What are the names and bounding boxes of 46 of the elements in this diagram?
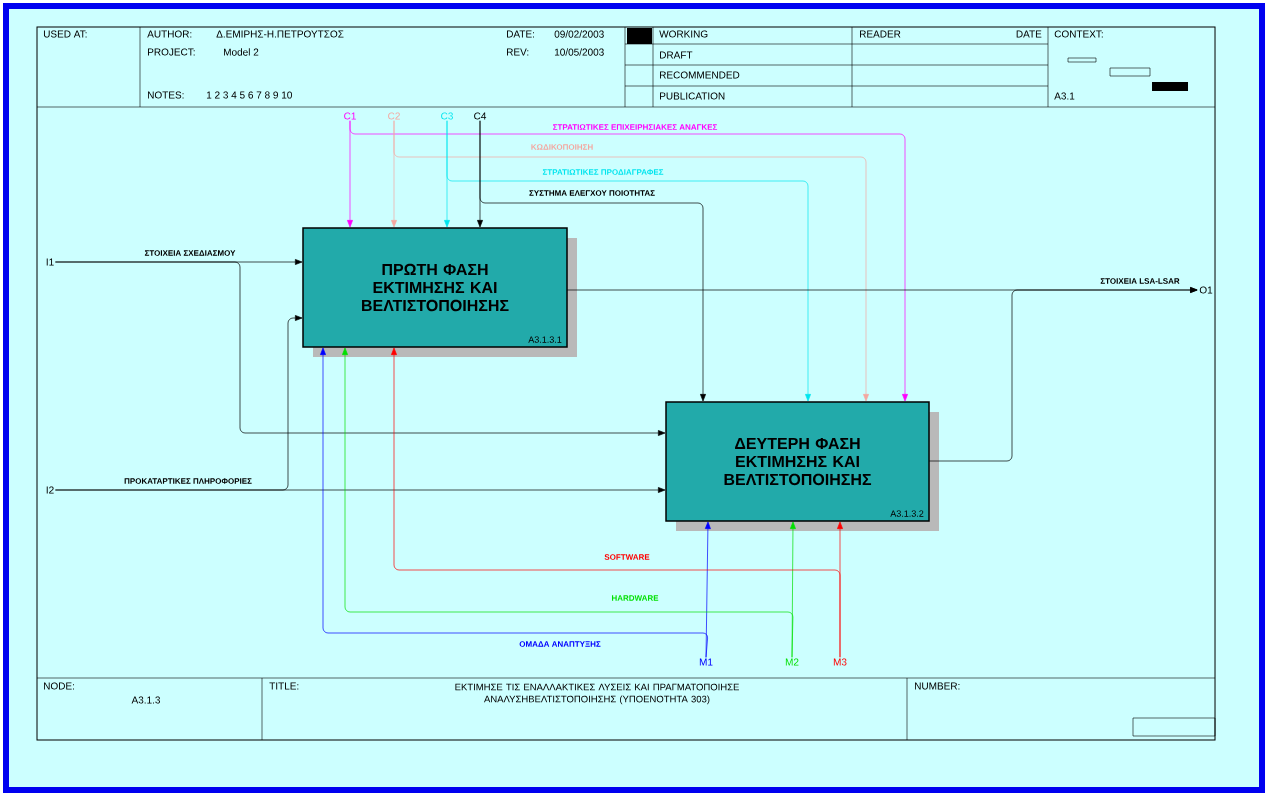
form-label: WORKING (659, 30, 708, 38)
edge-label: ΣΤΡΑΤΙΩΤΙΚΕΣ ΕΠΙΧΕΙΡΗΣΙΑΚΕΣ ΑΝΑΓΚΕΣ (551, 123, 719, 131)
edge-label: SOFTWARE (603, 553, 651, 561)
edge-label: ΣΥΣΤΗΜΑ ΕΛΕΓΧΟΥ ΠΟΙΟΤΗΤΑΣ (528, 189, 656, 197)
form-label: PUBLICATION (660, 92, 725, 100)
edge-label: ΚΩΔΙΚΟΠΟΙΗΣΗ (529, 143, 595, 151)
form-label: A3.1 (1054, 92, 1075, 100)
form-label: READER (860, 30, 901, 38)
form-label: NODE: (44, 682, 74, 690)
form-label: DATE (1016, 30, 1042, 38)
diagram-title: ΕΚΤΙΜΗΣΕ ΤΙΣ ΕΝΑΛΛΑΚΤΙΚΕΣ ΛΥΣΕΙΣ ΚΑΙ ΠΡΑΓΜΑΤΟΠΟΙΗΣΕ ΑΝΑΛΥΣΗΒΕΛΤΙΣΤΟΠΟΙΗΣΗΣ (ΥΠΟΕΝΟΤΗΤΑ 303) (455, 683, 739, 705)
form-label: CONTEXT: (1054, 30, 1103, 38)
form-label: DATE: (507, 30, 534, 38)
arrow-code: C1 (344, 112, 356, 120)
form-label: PROJECT: (148, 48, 195, 56)
form-label: USED AT: (43, 30, 87, 38)
edge-label: ΟΜΑΔΑ ΑΝΑΠΤΥΞΗΣ (518, 640, 602, 648)
activity-box: ΠΡΩΤΗ ΦΑΣΗ ΕΚΤΙΜΗΣΗΣ ΚΑΙ ΒΕΛΤΙΣΤΟΠΟΙΗΣΗΣ A3.1.3.1 (302, 227, 577, 357)
form-label: REV: (507, 48, 529, 56)
arrow-code: C2 (388, 112, 400, 120)
form-label: AUTHOR: (147, 30, 192, 38)
form-label: TITLE: (269, 682, 299, 690)
edge-label: ΣΤΡΑΤΙΩΤΙΚΕΣ ΠΡΟΔΙΑΓΡΑΦΕΣ (541, 168, 665, 176)
form-label: 10/05/2003 (555, 48, 604, 56)
form-label: 09/02/2003 (554, 30, 604, 38)
form-label: Δ.ΕΜΙΡΗΣ-Η.ΠΕΤΡΟΥΤΣΟΣ (216, 30, 344, 38)
edge-label: ΠΡΟΚΑΤΑΡΤΙΚΕΣ ΠΛΗΡΟΦΟΡΙΕΣ (123, 477, 253, 485)
form-label: NOTES: (148, 91, 184, 99)
form-label: Model 2 (224, 48, 259, 56)
arrow-code: C4 (474, 112, 487, 120)
arrow-code: I1 (46, 258, 54, 266)
activity-box: ΔΕΥΤΕΡΗ ΦΑΣΗ ΕΚΤΙΜΗΣΗΣ ΚΑΙ ΒΕΛΤΙΣΤΟΠΟΙΗΣΗΣ A3.1.3.2 (665, 401, 939, 531)
arrow-code: C3 (441, 112, 453, 120)
arrow-code: I2 (46, 486, 54, 494)
arrow-code: O1 (1199, 286, 1213, 294)
form-label: A3.1.3 (131, 696, 161, 704)
arrow-code: M3 (833, 658, 847, 666)
arrow-code: M1 (699, 658, 713, 666)
arrow-code: M2 (785, 658, 799, 666)
form-label: RECOMMENDED (660, 71, 740, 79)
edge-label: ΣΤΟΙΧΕΙΑ ΣΧΕΔΙΑΣΜΟΥ (143, 249, 237, 257)
edge-label: ΣΤΟΙΧΕΙΑ LSA-LSAR (1099, 277, 1181, 285)
form-label: NUMBER: (915, 682, 960, 690)
form-label: DRAFT (660, 51, 693, 59)
form-label: 1 2 3 4 5 6 7 8 9 10 (206, 91, 292, 99)
edge-label: HARDWARE (610, 594, 660, 602)
